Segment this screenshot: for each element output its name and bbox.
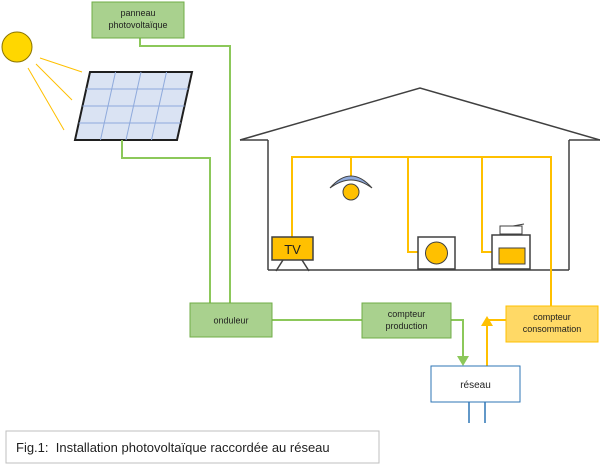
arrow-to-grid-icon: [457, 356, 469, 366]
production-meter-label-line1: compteur: [388, 309, 426, 319]
production-meter-label-line2: production: [385, 321, 427, 331]
grid-box: réseau: [430, 365, 521, 423]
solar-panel-label-line1: panneau: [120, 8, 155, 18]
solar-panel-label-line2: photovoltaïque: [108, 20, 167, 30]
figure-caption: Fig.1: Installation photovoltaïque racco…: [5, 430, 380, 464]
inverter-box: onduleur: [189, 302, 273, 338]
solar-panel-icon: [73, 71, 194, 141]
yellow-wires: [291, 156, 552, 366]
wire-house-main: [291, 156, 552, 306]
consumption-meter-label-line1: compteur: [533, 312, 571, 322]
stove-icon: [491, 223, 531, 270]
production-meter-box: compteur production: [361, 302, 452, 339]
wire-panel-to-inverter: [121, 140, 211, 303]
wire-to-stove: [481, 157, 492, 253]
wire-to-washer: [407, 157, 418, 253]
lamp-icon: [329, 175, 373, 201]
figure-caption-text: Fig.1: Installation photovoltaïque racco…: [16, 440, 330, 455]
solar-panel-label-box: panneau photovoltaïque: [91, 1, 185, 39]
green-wires: [121, 38, 469, 366]
wire-grid-to-consumption: [486, 319, 506, 366]
tv-icon: TV: [271, 236, 314, 272]
arrow-to-consumption-icon: [481, 316, 493, 326]
consumption-meter-label-line2: consommation: [523, 324, 582, 334]
consumption-meter-box: compteur consommation: [505, 305, 599, 343]
wire-production-to-grid: [451, 319, 464, 362]
washing-machine-icon: [417, 236, 456, 270]
sun-icon: [1, 31, 83, 131]
inverter-label: onduleur: [213, 316, 248, 326]
tv-label: TV: [284, 242, 301, 257]
grid-label: réseau: [460, 380, 491, 391]
wire-label-to-inverter: [139, 38, 231, 303]
house-outline: [239, 87, 600, 271]
